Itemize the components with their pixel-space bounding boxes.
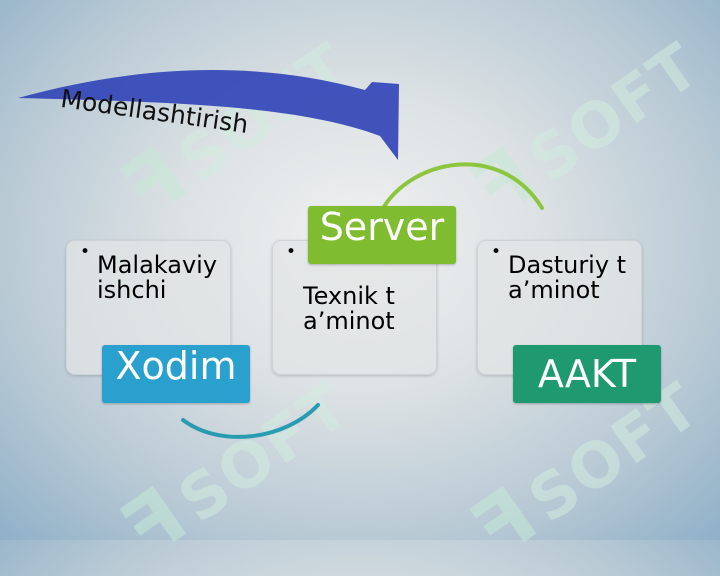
tag-aakt: AAKT — [513, 345, 661, 403]
diagram-connectors — [18, 70, 544, 439]
card-text: Dasturiy ta’minot — [478, 241, 641, 303]
tag-server: Server — [308, 206, 456, 264]
card-text: Malakaviy ishchi — [67, 241, 230, 303]
connector-teal — [181, 403, 320, 439]
tag-xodim: Xodim — [102, 345, 250, 403]
modelling-arrow — [18, 70, 399, 160]
card-text: Texnik ta’minot — [273, 240, 436, 334]
connector-green — [380, 162, 544, 212]
